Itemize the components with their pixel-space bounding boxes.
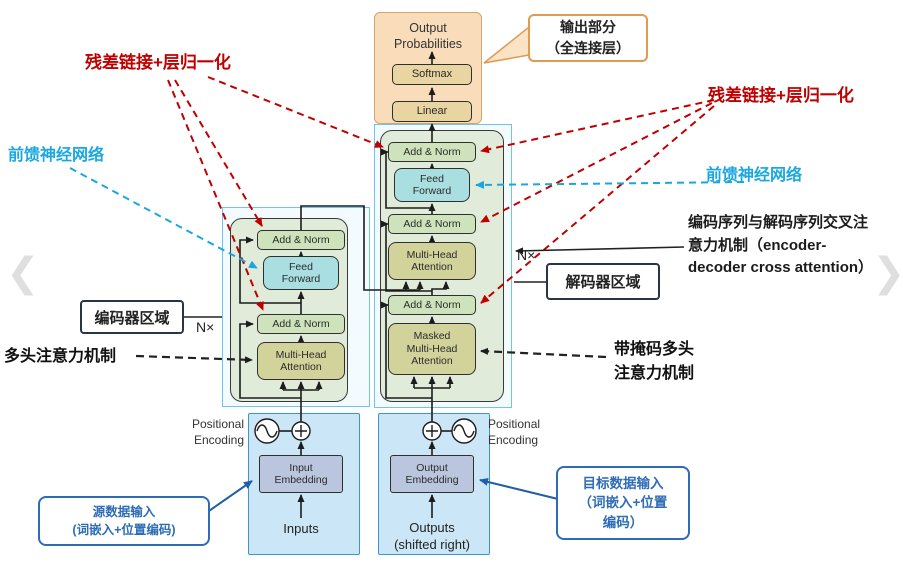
input-embedding-box: Input Embedding bbox=[259, 455, 343, 493]
target-callout-connector bbox=[479, 478, 559, 500]
flow-lines bbox=[239, 51, 454, 518]
decoder-add-norm-bottom-box: Add & Norm bbox=[388, 295, 476, 315]
positional-encoding-icons bbox=[254, 418, 477, 444]
encoder-n-times-label: N× bbox=[196, 319, 215, 335]
ffn-right-label: 前馈神经网络 bbox=[706, 167, 803, 184]
ffn-annotation-arrows bbox=[69, 167, 745, 269]
multi-head-attention-label: 多头注意力机制 bbox=[4, 348, 117, 365]
cross-attention-label: 编码序列与解码序列交叉注 意力机制（encoder- decoder cross… bbox=[688, 214, 874, 276]
encoder-multi-head-attention-box: Multi-Head Attention bbox=[257, 342, 345, 380]
residual-layernorm-left-label: 残差链接+层归一化 bbox=[85, 53, 231, 72]
output-probabilities-label: Output Probabilities bbox=[393, 21, 463, 52]
residual-layernorm-right-label: 残差链接+层归一化 bbox=[708, 86, 854, 105]
source-callout-connector bbox=[205, 480, 253, 514]
attention-annotation-arrows bbox=[135, 347, 607, 364]
carousel-prev-icon[interactable]: ❮ bbox=[6, 250, 40, 296]
target-input-callout: 目标数据输入 （词嵌入+位置 编码） bbox=[556, 466, 690, 540]
carousel-next-icon[interactable]: ❯ bbox=[872, 250, 903, 296]
residual-annotation-arrows bbox=[167, 76, 715, 311]
positional-encoding-right-label: Positional Encoding bbox=[488, 417, 541, 447]
masked-attention-label: 带掩码多头 注意力机制 bbox=[614, 341, 695, 382]
decoder-multi-head-attention-box: Multi-Head Attention bbox=[388, 242, 476, 280]
cross-attention-pointer bbox=[515, 246, 685, 255]
output-callout-tail bbox=[483, 25, 530, 64]
positional-encoding-left-label: Positional Encoding bbox=[191, 417, 244, 447]
inputs-label: Inputs bbox=[283, 521, 319, 536]
softmax-box: Softmax bbox=[392, 64, 472, 85]
output-embedding-box: Output Embedding bbox=[390, 455, 474, 493]
decoder-masked-attention-box: Masked Multi-Head Attention bbox=[388, 323, 476, 375]
linear-box: Linear bbox=[392, 101, 472, 122]
encoder-add-norm-top-box: Add & Norm bbox=[257, 230, 345, 250]
output-section-callout: 输出部分 （全连接层） bbox=[528, 14, 648, 62]
decoder-region-tag: 解码器区域 bbox=[546, 263, 660, 300]
decoder-add-norm-mid-box: Add & Norm bbox=[388, 214, 476, 234]
decoder-feed-forward-box: Feed Forward bbox=[394, 168, 470, 202]
encoder-region-tag: 编码器区域 bbox=[80, 300, 184, 334]
decoder-add-norm-top-box: Add & Norm bbox=[388, 142, 476, 162]
source-input-callout: 源数据输入 (词嵌入+位置编码) bbox=[38, 496, 210, 546]
ffn-left-label: 前馈神经网络 bbox=[8, 147, 105, 164]
encoder-add-norm-bottom-box: Add & Norm bbox=[257, 314, 345, 334]
outputs-label: Outputs (shifted right) bbox=[394, 520, 470, 552]
decoder-n-times-label: N× bbox=[517, 247, 536, 263]
encoder-feed-forward-box: Feed Forward bbox=[263, 256, 339, 290]
